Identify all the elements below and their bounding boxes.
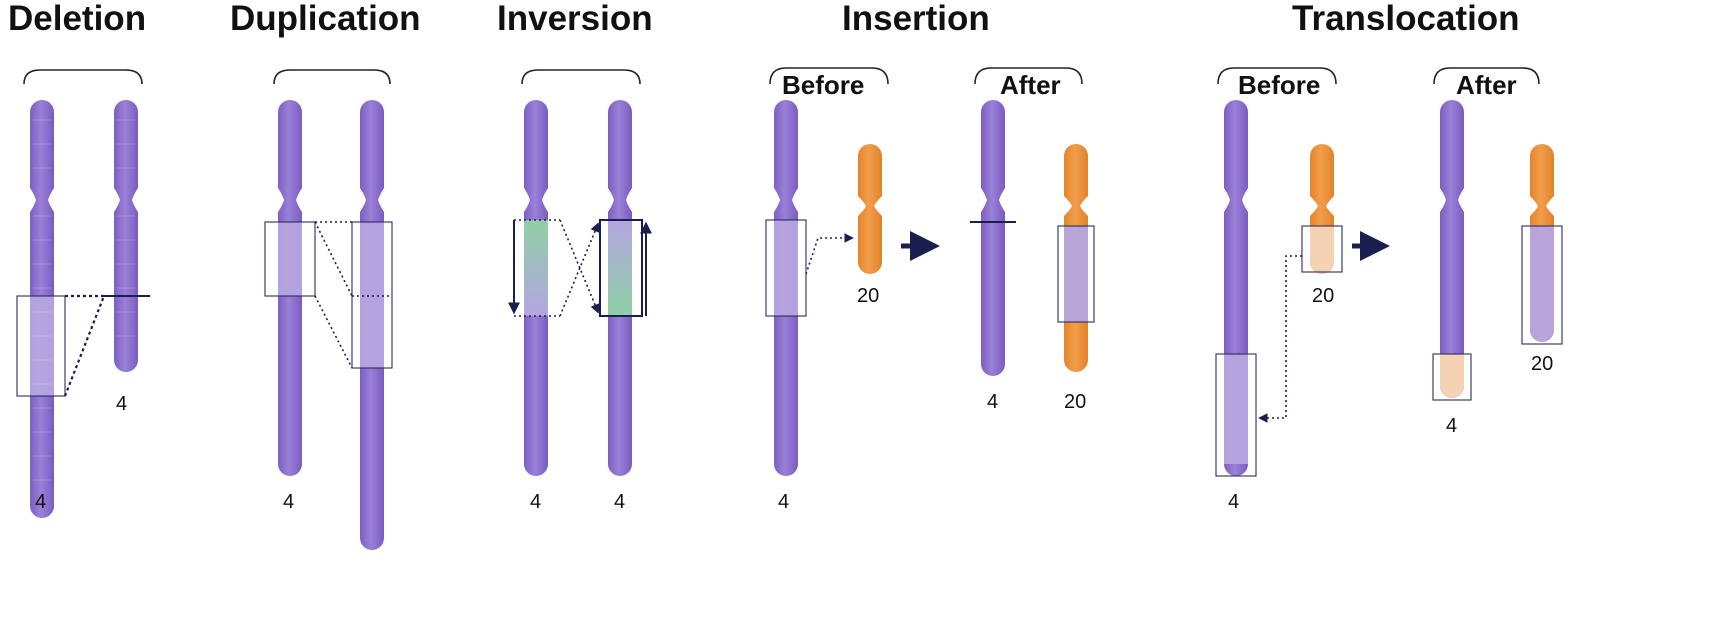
deletion-panel: Deletion 4 4 [8, 0, 150, 518]
insertion-after-chromosome-4 [970, 100, 1016, 376]
duplication-bracket [273, 69, 391, 85]
insertion-before-bracket [769, 67, 889, 85]
deletion-title: Deletion [8, 0, 146, 38]
translocation-after-chromosome-20 [1521, 144, 1563, 345]
translocation-after-label: After [1456, 70, 1517, 100]
inversion-chromosome-4-inverted [599, 100, 652, 476]
insertion-after-chromosome-20 [1057, 144, 1095, 372]
deletion-chromosome-4-deleted [104, 100, 150, 372]
deleted-region [30, 296, 54, 396]
inversion-title: Inversion [497, 0, 653, 38]
translocation-before-label-4: 4 [1228, 491, 1239, 513]
inversion-chromosome-4-normal [508, 100, 560, 476]
deletion-label-right: 4 [116, 393, 127, 415]
swapped-segment-box [1301, 225, 1343, 273]
received-segment-box [1432, 353, 1472, 401]
deletion-connector [63, 294, 106, 397]
deletion-label-left: 4 [35, 491, 46, 513]
translocated-segment-box [1215, 353, 1257, 477]
insertion-after-label: After [1000, 70, 1061, 100]
deleted-region-box [16, 295, 66, 397]
insertion-panel: Insertion Before After 20 4 4 20 [765, 0, 1095, 513]
insertion-before-label-20: 20 [857, 285, 879, 307]
translocation-before-label: Before [1238, 70, 1320, 100]
duplication-connectors [314, 221, 353, 369]
duplicated-segment-box [264, 221, 316, 297]
translocation-title: Translocation [1292, 0, 1520, 38]
translocation-panel: Translocation Before After 20 4 [1215, 0, 1563, 513]
insertion-segment-box [765, 219, 807, 317]
insertion-title: Insertion [842, 0, 990, 38]
insertion-before-chromosome-20 [858, 144, 882, 274]
translocation-after-bracket [1433, 67, 1540, 85]
inversion-cross-1 [559, 219, 600, 314]
duplication-title: Duplication [230, 0, 421, 38]
translocation-before-bracket [1217, 67, 1337, 85]
insertion-after-label-4: 4 [987, 391, 998, 413]
insertion-before-label: Before [782, 70, 864, 100]
insertion-after-label-20: 20 [1064, 391, 1086, 413]
translocation-exchange-arrow [1258, 255, 1302, 423]
inversion-panel: Inversion 4 4 [497, 0, 653, 513]
inversion-bracket [521, 69, 641, 85]
insertion-before-label-4: 4 [778, 491, 789, 513]
inserted-segment-box [1057, 225, 1095, 323]
translocation-after-label-20: 20 [1531, 353, 1553, 375]
deletion-chromosome-4-normal [16, 100, 66, 518]
insertion-before-chromosome-4 [765, 100, 807, 476]
duplication-chromosome-4-normal [264, 100, 316, 476]
translocation-after-chromosome-4 [1432, 100, 1472, 401]
insertion-after-bracket [974, 67, 1083, 85]
translocation-before-chromosome-20 [1301, 144, 1343, 274]
translocation-before-chromosome-4 [1215, 100, 1257, 477]
insertion-path-arrow [805, 233, 854, 275]
inversion-cross-2 [559, 222, 600, 317]
duplication-chromosome-4-duplicated [351, 100, 393, 550]
duplication-panel: Duplication 4 [230, 0, 421, 550]
duplication-label: 4 [283, 491, 294, 513]
inversion-label-left: 4 [530, 491, 541, 513]
deletion-bracket [23, 69, 143, 85]
inversion-label-right: 4 [614, 491, 625, 513]
translocation-before-label-20: 20 [1312, 285, 1334, 307]
received-long-segment-box [1521, 225, 1563, 345]
translocation-after-label-4: 4 [1446, 415, 1457, 437]
